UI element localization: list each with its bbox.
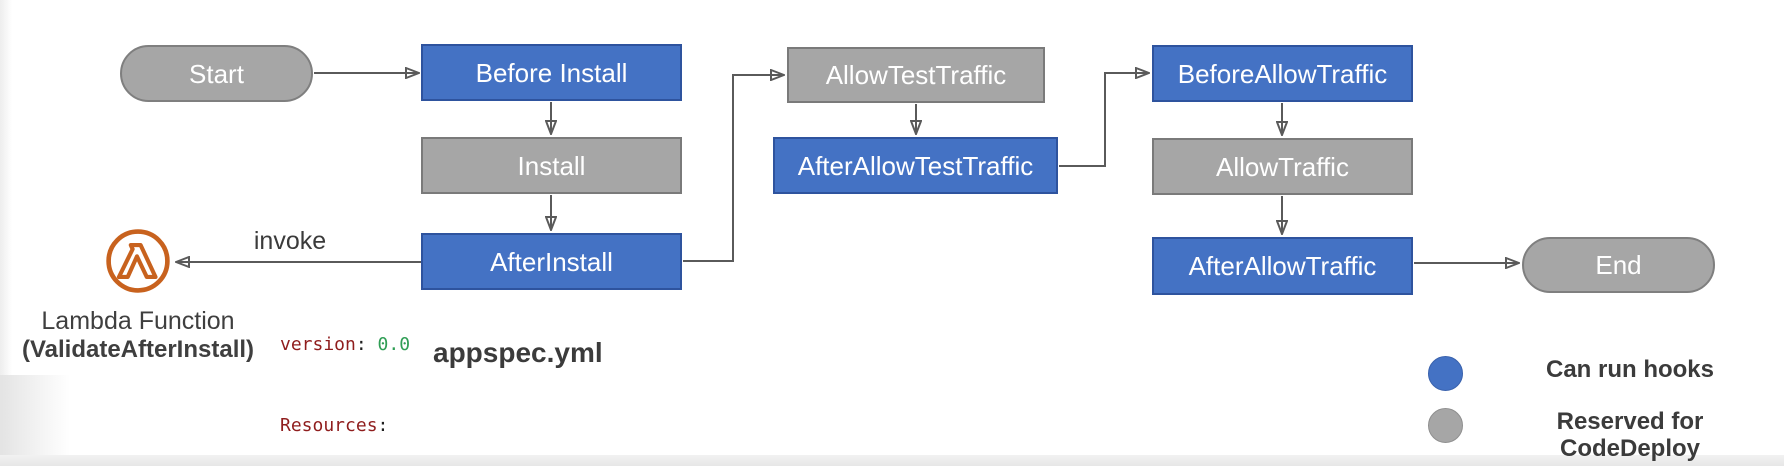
node-after-install: AfterInstall (421, 233, 682, 290)
node-after-allow-traffic-label: AfterAllowTraffic (1188, 251, 1377, 281)
node-end: End (1522, 237, 1715, 293)
node-after-allow-traffic: AfterAllowTraffic (1152, 237, 1413, 295)
bottom-left-fade (0, 375, 70, 466)
lambda-icon (106, 229, 170, 293)
left-edge-fade (0, 0, 12, 466)
node-install-label: Install (517, 150, 586, 181)
node-after-allow-test-traffic: AfterAllowTestTraffic (773, 137, 1058, 194)
connector-after-install-to-allow-test-traffic (683, 75, 783, 262)
code-line-resources: Resources: (280, 412, 714, 439)
gray-circle-icon (1428, 408, 1463, 443)
node-allow-traffic: AllowTraffic (1152, 138, 1413, 195)
code-value: 0.0 (377, 334, 411, 355)
code-line-version: version: 0.0 (280, 331, 714, 358)
node-after-allow-test-traffic-label: AfterAllowTestTraffic (797, 150, 1034, 181)
legend-sublabel: (can’t be used to run hooks) (1485, 462, 1775, 466)
legend-label: Can run hooks (1545, 356, 1714, 383)
code-sep: : (355, 334, 378, 355)
appspec-code-block: version: 0.0 Resources: ... Hooks: - Aft… (280, 277, 714, 466)
blue-circle-icon (1428, 356, 1463, 391)
bottom-strip (0, 455, 1784, 466)
appspec-filename: appspec.yml (433, 337, 603, 368)
node-allow-test-traffic: AllowTestTraffic (787, 47, 1045, 103)
node-install: Install (421, 137, 682, 194)
lambda-subtitle: (ValidateAfterInstall) (21, 336, 255, 363)
code-sep: : (377, 415, 389, 436)
node-before-install: Before Install (421, 44, 682, 101)
legend-item-can-run-hooks: Can run hooks (1428, 356, 1775, 391)
node-after-install-label: AfterInstall (490, 246, 613, 277)
code-key: Resources (280, 415, 378, 436)
node-allow-test-traffic-label: AllowTestTraffic (825, 60, 1007, 90)
node-start: Start (120, 45, 313, 102)
node-allow-traffic-label: AllowTraffic (1216, 151, 1349, 182)
lambda-title: Lambda Function (41, 307, 235, 335)
node-end-label: End (1595, 250, 1642, 280)
node-start-label: Start (189, 58, 244, 89)
legend-item-reserved: Reserved for CodeDeploy (can’t be used t… (1428, 408, 1775, 466)
invoke-label: invoke (253, 227, 327, 255)
lambda-caption: Lambda Function (ValidateAfterInstall) (16, 306, 260, 364)
legend-label: Reserved for CodeDeploy (1556, 408, 1704, 462)
node-before-allow-traffic: BeforeAllowTraffic (1152, 45, 1413, 102)
node-before-install-label: Before Install (475, 57, 628, 88)
node-before-allow-traffic-label: BeforeAllowTraffic (1177, 58, 1388, 89)
code-key: version (280, 334, 356, 355)
connector-after-allow-test-traffic-to-before-allow-traffic (1059, 73, 1148, 167)
